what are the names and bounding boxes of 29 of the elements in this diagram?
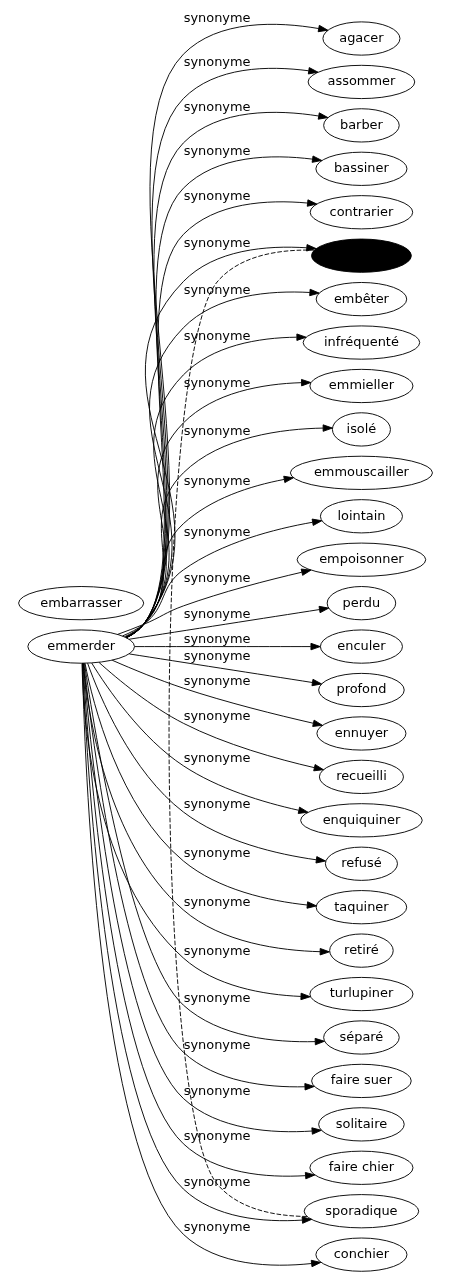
edge-label: synonyme [183,423,251,439]
edge-label: synonyme [183,188,251,204]
edge-label: synonyme [183,570,251,586]
edge-label: synonyme [183,796,251,812]
edge-label: synonyme [183,98,251,114]
edge-label: synonyme [183,327,251,343]
edge-label: synonyme [183,707,251,723]
edge-label: synonyme [183,375,251,391]
edge-label: synonyme [183,234,251,250]
edge-label: synonyme [183,1173,251,1189]
edge-label: synonyme [183,647,251,663]
edge-label: synonyme [183,54,251,70]
edge-label: synonyme [183,143,251,159]
edge-label: synonyme [183,750,251,766]
edge-label: synonyme [183,942,251,958]
edge-label: synonyme [183,1218,251,1234]
edge-label: synonyme [183,845,251,861]
edge-label: synonyme [183,631,251,647]
edge-label: synonyme [183,894,251,910]
edge-label: synonyme [183,1036,251,1052]
edge-label: synonyme [183,1128,251,1144]
edge-label: synonyme [183,10,251,26]
edge-label: synonyme [183,281,251,297]
edge-label: synonyme [183,606,251,622]
edge-label: synonyme [183,989,251,1005]
edge-label: synonyme [183,473,251,489]
edge-label: synonyme [183,672,251,688]
edge-label: synonyme [183,1082,251,1098]
edge-label: synonyme [183,523,251,539]
